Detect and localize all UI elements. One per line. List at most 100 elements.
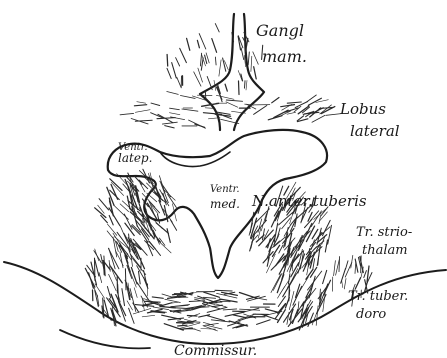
fiber-stroke bbox=[215, 290, 232, 291]
label-ventr-med-1: Ventr. bbox=[210, 184, 240, 195]
fiber-stroke bbox=[162, 315, 181, 319]
label-tr-strio-1: Tr. strio- bbox=[356, 225, 412, 240]
fiber-stroke bbox=[312, 229, 318, 238]
fiber-stroke bbox=[287, 312, 289, 324]
fiber-stroke bbox=[272, 98, 279, 103]
fiber-stroke bbox=[95, 208, 106, 218]
fiber-stroke bbox=[233, 315, 247, 318]
fiber-stroke bbox=[251, 56, 252, 71]
fiber-stroke bbox=[257, 320, 271, 325]
label-lobus-2: lateral bbox=[350, 122, 400, 140]
fiber-stroke bbox=[215, 57, 216, 65]
fiber-stroke bbox=[152, 297, 163, 298]
fiber-stroke bbox=[167, 229, 170, 243]
fiber-stroke bbox=[293, 310, 298, 324]
fiber-stroke bbox=[109, 216, 113, 225]
fiber-stroke bbox=[162, 122, 177, 124]
fiber-stroke bbox=[167, 55, 168, 67]
fiber-stroke bbox=[271, 275, 281, 293]
fiber-stroke bbox=[107, 287, 110, 299]
fiber-stroke bbox=[355, 278, 360, 289]
fiber-stroke bbox=[342, 281, 343, 288]
fiber-stroke bbox=[204, 292, 220, 297]
fiber-stroke bbox=[199, 34, 206, 49]
fiber-stroke bbox=[206, 325, 222, 329]
fiber-stroke bbox=[122, 289, 125, 306]
fiber-stroke bbox=[167, 68, 171, 78]
fiber-stroke bbox=[351, 255, 353, 268]
fiber-stroke bbox=[246, 80, 247, 90]
fiber-stroke bbox=[153, 233, 160, 242]
fiber-stroke bbox=[134, 288, 137, 298]
fiber-stroke bbox=[127, 301, 132, 310]
fiber-stroke bbox=[164, 190, 175, 200]
fiber-stroke bbox=[345, 262, 352, 277]
label-tr-tuber-1: Tr. tuber. bbox=[348, 289, 408, 304]
fiber-stroke bbox=[147, 193, 157, 202]
fiber-stroke bbox=[276, 254, 284, 266]
fiber-stroke bbox=[287, 102, 301, 103]
fiber-stroke bbox=[134, 105, 146, 106]
fiber-stroke bbox=[199, 307, 209, 308]
fiber-stroke bbox=[254, 67, 257, 79]
fiber-stroke bbox=[158, 214, 160, 223]
fiber-stroke bbox=[114, 206, 128, 220]
fiber-stroke bbox=[301, 293, 311, 307]
fiber-stroke bbox=[219, 60, 221, 76]
label-lobus-1: Lobus bbox=[339, 100, 386, 118]
fiber-stroke bbox=[334, 261, 336, 276]
fiber-stroke bbox=[205, 91, 206, 99]
fiber-stroke bbox=[287, 112, 296, 114]
label-ganglion-2: mam. bbox=[262, 47, 307, 66]
fiber-stroke bbox=[254, 106, 267, 115]
fiber-stroke bbox=[146, 210, 151, 231]
fiber-stroke bbox=[346, 261, 349, 269]
fiber-stroke bbox=[215, 24, 219, 32]
fiber-stroke bbox=[137, 266, 148, 285]
fiber-stroke bbox=[165, 126, 174, 128]
fiber-stroke bbox=[167, 92, 178, 95]
fiber-stroke bbox=[182, 109, 198, 111]
fiber-stroke bbox=[171, 220, 177, 230]
fiber-stroke bbox=[268, 239, 271, 248]
fiber-stroke bbox=[304, 112, 319, 114]
fiber-stroke bbox=[176, 58, 180, 66]
fiber-stroke bbox=[341, 269, 346, 284]
fiber-stroke bbox=[135, 177, 142, 185]
fiber-stroke bbox=[226, 100, 242, 101]
label-tr-strio-2: thalam bbox=[362, 243, 408, 258]
fiber-stroke bbox=[172, 63, 177, 79]
fiber-stroke bbox=[277, 228, 280, 239]
ventral-contour bbox=[4, 262, 446, 348]
fiber-stroke bbox=[169, 113, 180, 115]
fiber-stroke bbox=[203, 113, 221, 115]
fiber-stroke bbox=[241, 48, 244, 60]
fiber-stroke bbox=[211, 320, 229, 322]
fiber-stroke bbox=[162, 294, 172, 297]
fiber-stroke bbox=[319, 215, 321, 224]
fiber-stroke bbox=[344, 279, 346, 289]
fiber-stroke bbox=[164, 324, 183, 330]
fiber-stroke bbox=[201, 329, 216, 330]
label-ganglion-1: Gangl bbox=[256, 21, 304, 40]
fiber-stroke bbox=[99, 273, 102, 283]
fiber-stroke bbox=[151, 113, 163, 118]
fiber-stroke bbox=[137, 102, 146, 104]
fiber-stroke bbox=[165, 299, 181, 302]
fiber-stroke bbox=[323, 270, 327, 283]
fiber-stroke bbox=[170, 108, 180, 110]
fiber-stroke bbox=[139, 271, 141, 284]
fiber-stroke bbox=[187, 316, 197, 317]
fiber-stroke bbox=[95, 260, 99, 276]
fiber-stroke bbox=[212, 39, 217, 53]
fiber-stroke bbox=[156, 223, 168, 234]
fiber-stroke bbox=[265, 309, 279, 313]
fiber-stroke bbox=[307, 95, 316, 102]
fiber-stroke bbox=[312, 115, 325, 122]
fiber-stroke bbox=[204, 297, 216, 298]
fiber-stroke bbox=[135, 110, 150, 113]
fiber-stroke bbox=[318, 284, 329, 299]
fiber-stroke bbox=[125, 269, 126, 290]
fiber-stroke bbox=[293, 286, 302, 305]
